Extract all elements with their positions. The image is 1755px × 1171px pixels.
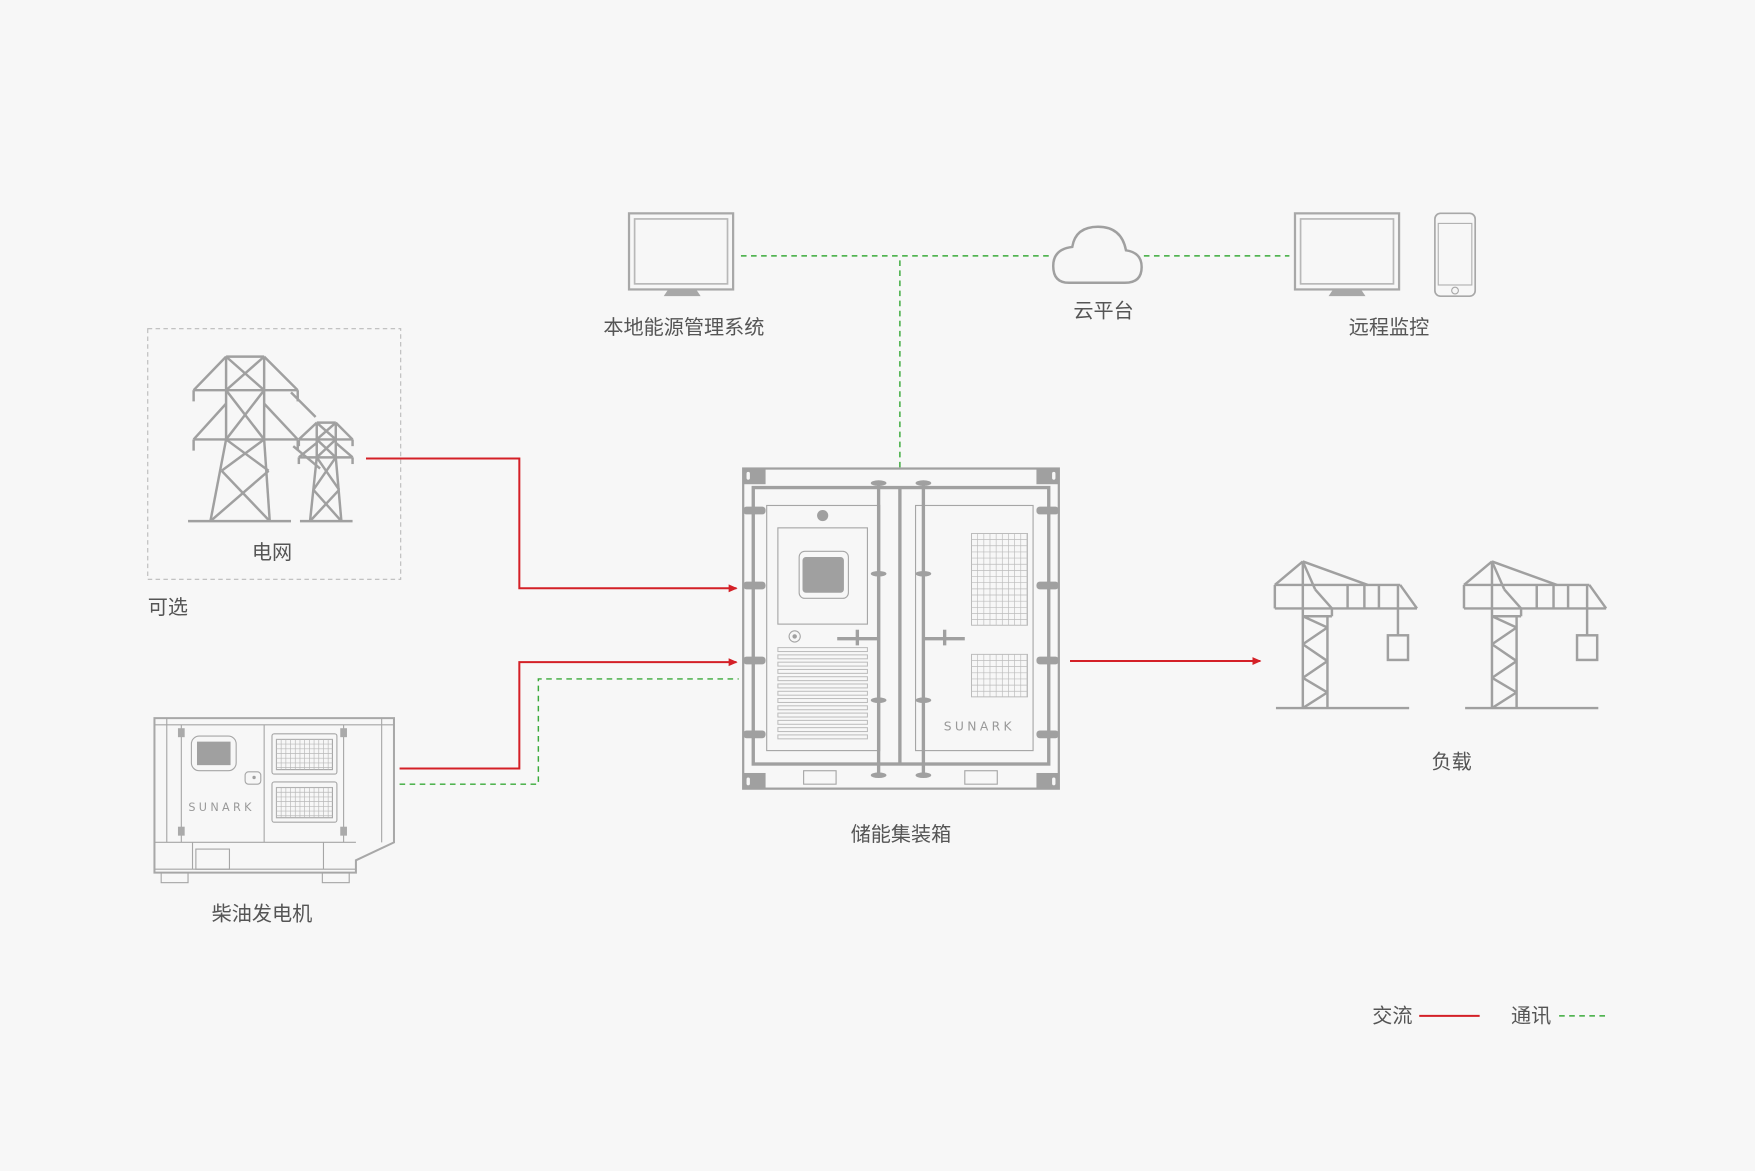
diesel-generator-icon: SUNARK <box>153 717 395 884</box>
energy-storage-container-icon: SUNARK <box>742 467 1060 790</box>
grid-node[interactable]: 电网 可选 <box>147 328 402 619</box>
container-node[interactable]: SUNARK 储能集装箱 <box>742 467 1060 847</box>
remote-label: 远程监控 <box>1349 315 1430 339</box>
container-label: 储能集装箱 <box>851 822 952 846</box>
legend: 交流 通讯 <box>1372 1004 1609 1028</box>
legend-ac-label: 交流 <box>1372 1004 1412 1028</box>
remote-node[interactable]: 远程监控 <box>1293 212 1477 339</box>
generator-node[interactable]: SUNARK 柴油发电机 <box>153 717 395 926</box>
smartphone-icon <box>1434 212 1477 298</box>
optional-label: 可选 <box>148 595 188 619</box>
cloud-icon <box>1051 225 1143 284</box>
container-brand: SUNARK <box>944 719 1015 733</box>
tower-crane-icon <box>1462 560 1608 710</box>
grid-label: 电网 <box>252 540 292 564</box>
ac-line-grid-to-container <box>365 457 738 593</box>
ac-line-generator-to-container <box>399 658 738 770</box>
comm-line-generator-to-container <box>399 678 739 785</box>
cloud-node[interactable]: 云平台 <box>1051 225 1143 323</box>
load-node[interactable]: 负载 <box>1273 560 1608 773</box>
tower-crane-icon <box>1273 560 1418 710</box>
monitor-icon <box>1293 212 1401 297</box>
optional-box <box>147 328 402 580</box>
connections <box>365 255 1290 785</box>
power-tower-icon <box>188 355 354 523</box>
cloud-label: 云平台 <box>1073 298 1133 322</box>
local-ems-label: 本地能源管理系统 <box>603 315 764 339</box>
generator-brand: SUNARK <box>188 801 255 814</box>
monitor-icon <box>627 212 735 297</box>
local-ems-node[interactable]: 本地能源管理系统 <box>603 212 764 339</box>
load-label: 负载 <box>1432 749 1472 773</box>
legend-comm-label: 通讯 <box>1511 1004 1551 1028</box>
generator-label: 柴油发电机 <box>212 902 313 926</box>
